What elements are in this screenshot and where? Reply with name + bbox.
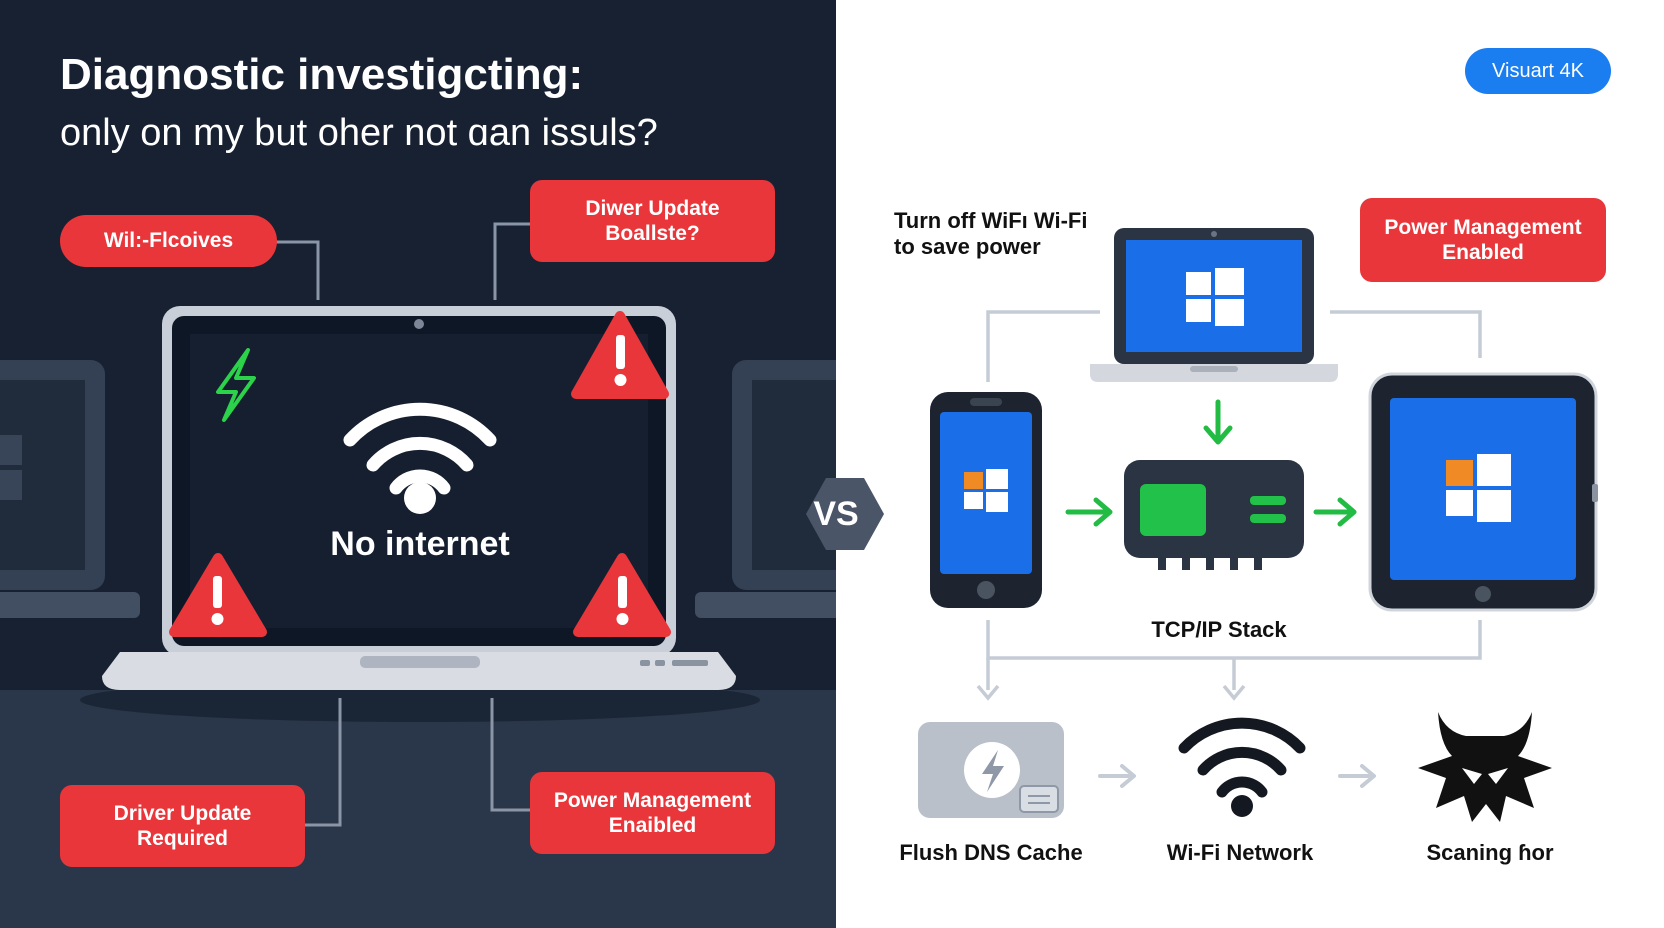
arrow-icon [976,684,1000,701]
windows-logo-icon [964,469,1008,512]
dns-cache-icon [918,722,1064,818]
connection-status-text: No internet [330,525,510,563]
arrow-icon [1098,764,1136,788]
arrow-icon [1313,497,1357,527]
windows-logo-icon [1186,268,1244,326]
flush-dns-label: Flush DNS Cache [899,840,1083,865]
tag-label-line2: Boallste? [605,222,700,245]
scanning-label: Scaning ɦor [1426,840,1554,865]
side-laptop-left [0,360,140,618]
windows-logo-icon [1446,454,1511,522]
tag-label-line1: Power Management [1384,215,1582,239]
flow-connectors [986,310,1482,690]
tag-connectors [275,222,530,827]
vs-divider-label: VS [813,494,859,533]
page-subtitle: only on my but oher not ɑan issuls? [60,112,658,154]
malware-icon [1418,712,1552,822]
tag-label-line1: Driver Update [113,801,252,825]
resolution-badge: Visuart 4K [1465,48,1611,94]
lightning-icon [216,348,256,422]
tag-power-management-right: Power Management Enabled [1360,198,1606,282]
warning-icon [573,553,671,637]
page-title: Diagnostic investigcting: [60,50,584,99]
power-saving-note: Turn off WiFı Wi-Fi to save power [894,208,1088,260]
tag-label-line1: Diwer Update [585,196,720,220]
tcp-ip-stack-label: TCP/IP Stack [1151,617,1287,642]
arrow-icon [1203,399,1233,445]
tag-driver-update-required: Driver Update Required [60,785,305,867]
tag-label-line2: Enaibled [608,814,697,837]
arrow-icon [1222,684,1246,701]
arrow-icon [1065,497,1113,527]
tag-driver-update: Diwer Update Boallste? [530,180,775,262]
warning-icon [169,553,267,637]
wifi-icon [1178,717,1306,798]
wifi-icon [343,402,497,495]
warning-icon [571,311,669,399]
tag-label-line2: Enabled [1442,241,1524,264]
laptop-device [1090,228,1338,382]
wifi-network-label: Wi-Fi Network [1166,840,1314,865]
tag-power-management: Power Management Enaibled [530,772,775,854]
tag-wifi-issue: Wil:-Flcoives [60,215,277,267]
tag-label: Wil:-Flcoives [103,229,234,253]
left-panel: Diagnostic investigcting: only on my but… [0,0,836,928]
router-icon [1124,460,1304,570]
tag-label-line2: Required [136,827,228,850]
tag-label-line1: Power Management [553,788,752,812]
vs-hexagon [806,478,884,550]
arrow-icon [1338,764,1376,788]
